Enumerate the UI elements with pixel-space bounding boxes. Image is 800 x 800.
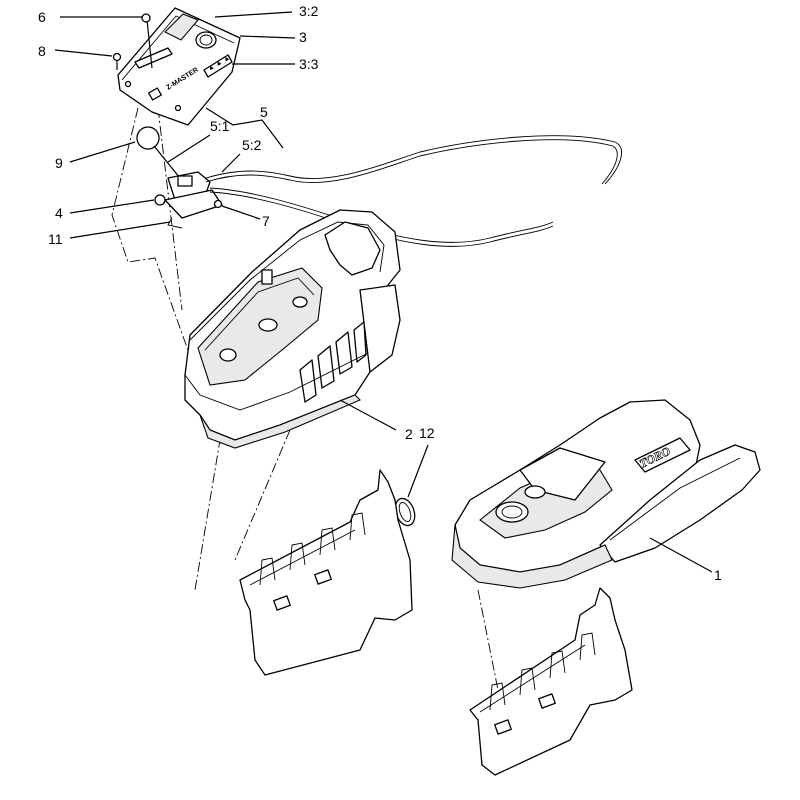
- leader-lines: [54, 11, 713, 573]
- callout-3-3: 3:3: [299, 56, 319, 72]
- left-bracket-plate: [239, 469, 413, 676]
- callout-6: 6: [38, 9, 46, 25]
- callout-5-2: 5:2: [242, 137, 262, 153]
- throttle-assembly-part-5: [136, 126, 622, 247]
- callout-8: 8: [38, 43, 46, 59]
- callout-3: 3: [299, 29, 307, 45]
- callout-4: 4: [55, 205, 63, 221]
- callout-9: 9: [55, 155, 63, 171]
- callout-3-2: 3:2: [299, 3, 319, 19]
- lever-part-6: [141, 13, 153, 69]
- callout-2: 2: [405, 426, 413, 442]
- hood-part-1: TORO: [451, 399, 761, 589]
- callout-labels: 6 8 3:2 3 3:3 5 5:1 5:2 9 4 7 11 2 12 1: [38, 3, 722, 583]
- callout-11: 11: [48, 231, 63, 247]
- callout-5: 5: [260, 104, 268, 120]
- console-housing-part-2: [184, 209, 401, 449]
- callout-1: 1: [714, 567, 722, 583]
- vent-slots: [299, 321, 367, 403]
- bolt-part-4: [154, 194, 166, 206]
- nut-part-7: [213, 199, 223, 209]
- screw-part-8: [112, 52, 122, 70]
- knob-part-9: [136, 126, 160, 150]
- callout-5-1: 5:1: [210, 118, 230, 134]
- control-panel-part-3: ▲ ▲ ▲ Z-MASTER: [117, 7, 241, 126]
- callout-7: 7: [262, 213, 270, 229]
- callout-12: 12: [419, 425, 435, 441]
- right-bracket-plate: [469, 587, 633, 776]
